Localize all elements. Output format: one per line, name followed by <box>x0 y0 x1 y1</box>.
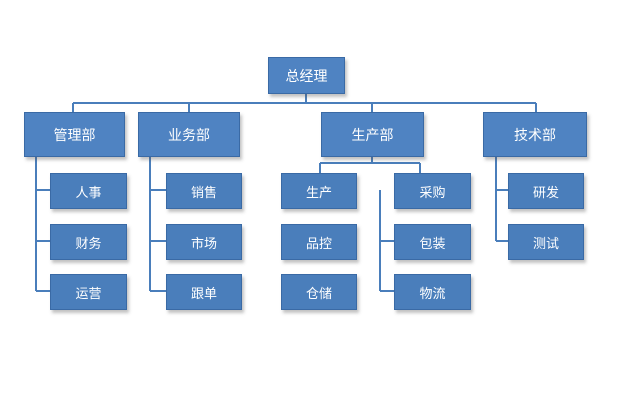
node-label: 仓储 <box>305 286 332 302</box>
node-logistics: 物流 <box>394 274 471 310</box>
node-hr: 人事 <box>50 173 127 209</box>
node-label: 销售 <box>190 185 217 201</box>
node-label: 跟单 <box>190 286 217 302</box>
node-label: 生产 <box>305 185 332 201</box>
node-quality-control: 品控 <box>281 224 357 260</box>
node-purchasing: 采购 <box>394 173 471 209</box>
node-label: 管理部 <box>53 127 96 144</box>
node-label: 技术部 <box>514 127 556 144</box>
node-label: 总经理 <box>285 68 328 85</box>
node-r-and-d: 研发 <box>508 173 584 209</box>
node-general-manager: 总经理 <box>268 57 345 94</box>
node-label: 运营 <box>75 286 102 302</box>
node-packaging: 包装 <box>394 224 471 260</box>
node-label: 包装 <box>419 236 446 252</box>
node-label: 财务 <box>75 236 102 252</box>
node-operations: 运营 <box>50 274 127 310</box>
node-marketing: 市场 <box>166 224 242 260</box>
node-dept-technology: 技术部 <box>483 112 587 157</box>
node-label: 测试 <box>532 236 559 252</box>
node-label: 业务部 <box>168 127 210 144</box>
node-label: 品控 <box>305 236 332 252</box>
node-dept-business: 业务部 <box>138 112 240 157</box>
node-testing: 测试 <box>508 224 584 260</box>
node-dept-management: 管理部 <box>24 112 125 157</box>
node-dept-production: 生产部 <box>321 112 424 157</box>
node-label: 采购 <box>419 185 446 201</box>
node-order-follow: 跟单 <box>166 274 242 310</box>
node-label: 研发 <box>532 185 559 201</box>
node-warehousing: 仓储 <box>281 274 357 310</box>
node-label: 生产部 <box>351 127 394 144</box>
node-label: 人事 <box>75 185 102 201</box>
node-label: 物流 <box>419 286 446 302</box>
node-label: 市场 <box>190 236 217 252</box>
node-sales: 销售 <box>166 173 242 209</box>
node-production: 生产 <box>281 173 357 209</box>
node-finance: 财务 <box>50 224 127 260</box>
